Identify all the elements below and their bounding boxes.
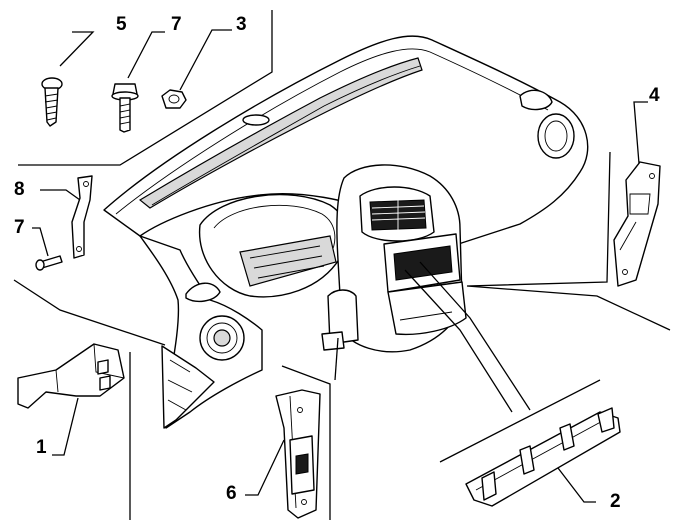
part-1-bracket xyxy=(17,343,125,456)
dashboard-assembly xyxy=(103,35,589,429)
callout-1: 1 xyxy=(36,437,47,458)
callout-7-top: 7 xyxy=(171,14,182,35)
callout-6: 6 xyxy=(226,483,237,504)
part-6-bracket xyxy=(245,389,321,519)
part-8-bracket xyxy=(40,175,93,259)
part-7-bolt-top xyxy=(111,31,165,133)
callout-4: 4 xyxy=(649,85,660,106)
section-separators xyxy=(13,10,671,520)
callout-3: 3 xyxy=(236,14,247,35)
part-7-screw-left xyxy=(32,227,63,271)
leader-lines xyxy=(334,261,531,413)
part-5-screw xyxy=(41,31,95,127)
part-2-radio-bracket xyxy=(465,407,621,507)
callout-7-left: 7 xyxy=(14,217,25,238)
callout-5: 5 xyxy=(116,14,127,35)
callout-8: 8 xyxy=(14,179,25,200)
callout-2: 2 xyxy=(610,491,621,512)
part-3-nut xyxy=(161,29,232,109)
part-4-bracket xyxy=(613,101,661,287)
